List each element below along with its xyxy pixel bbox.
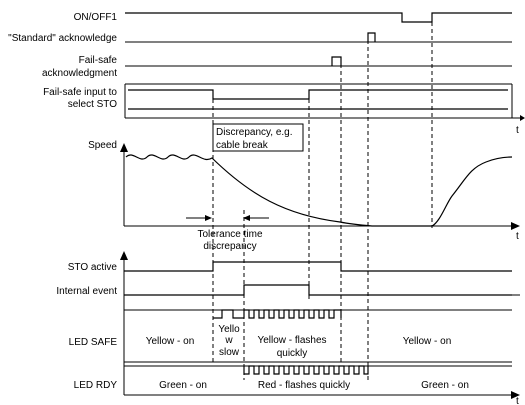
label-led-rdy: LED RDY xyxy=(74,380,118,391)
internal-event-trace xyxy=(124,284,512,296)
sto-active-trace xyxy=(124,261,512,272)
failsafe-input-channel1 xyxy=(128,89,508,100)
label-failsafe-input-line1: Fail-safe input to xyxy=(43,87,117,98)
top-signal-group: t xyxy=(124,12,525,136)
label-led-safe: LED SAFE xyxy=(69,337,118,348)
speed-chart: t Discrepancy, e.g. cable break Toleranc… xyxy=(120,123,520,252)
led-safe-group: Yellow - on Yello w slow Yellow - flashe… xyxy=(124,309,512,363)
bottom-time-label: t xyxy=(516,396,519,405)
discrepancy-text-line2: cable break xyxy=(216,140,269,151)
failsafe-ack-pulse xyxy=(331,56,342,66)
tolerance-arrow-left-head xyxy=(205,215,212,221)
top-time-axis-arrow xyxy=(520,115,525,121)
label-standard-acknowledge: "Standard" acknowledge xyxy=(8,33,117,44)
led-safe-yellow-slow-2: w xyxy=(224,335,233,346)
standard-ack-pulse xyxy=(367,32,376,42)
on-off1-trace xyxy=(125,12,512,23)
label-failsafe-ack-line2: acknowledgment xyxy=(42,68,117,79)
label-failsafe-input-line2: select STO xyxy=(68,99,117,110)
led-safe-yellow-on-left: Yellow - on xyxy=(146,336,195,347)
led-rdy-red-flash: Red - flashes quickly xyxy=(258,380,350,391)
speed-y-axis-arrow xyxy=(120,143,128,152)
event-markers xyxy=(212,15,433,380)
label-internal-event: Internal event xyxy=(56,286,117,297)
led-safe-yellow-slow-1: Yello xyxy=(218,324,240,335)
label-failsafe-ack-line1: Fail-safe xyxy=(79,55,118,66)
top-time-label: t xyxy=(516,125,519,136)
discrepancy-text-line1: Discrepancy, e.g. xyxy=(216,127,293,138)
led-safe-yellow-on-right: Yellow - on xyxy=(403,336,452,347)
discrepancy-annotation-box xyxy=(212,123,304,152)
status-signal-group xyxy=(120,251,520,395)
lower-y-axis-arrow xyxy=(120,251,128,260)
speed-curve xyxy=(125,154,513,227)
speed-x-axis-arrow xyxy=(511,222,520,230)
tolerance-arrow-right-head xyxy=(243,215,250,221)
led-safe-yellow-flash-1: Yellow - flashes xyxy=(257,335,326,346)
led-rdy-green-on-right: Green - on xyxy=(421,380,469,391)
label-sto-active: STO active xyxy=(68,262,118,273)
label-on-off1: ON/OFF1 xyxy=(74,12,118,23)
led-safe-yellow-slow-pulse xyxy=(213,309,244,319)
tolerance-text-line2: discrepancy xyxy=(203,241,256,252)
label-speed: Speed xyxy=(88,140,117,151)
led-rdy-green-on-left: Green - on xyxy=(159,380,207,391)
led-rdy-group: t Green - on Red - flashes quickly Green… xyxy=(124,365,520,405)
led-safe-yellow-flash-2: quickly xyxy=(277,348,308,359)
led-safe-yellow-flash-pulses xyxy=(243,309,342,319)
tolerance-text-line1: Tolerance time xyxy=(197,229,262,240)
rdy-time-axis-arrow xyxy=(511,391,520,399)
speed-time-label: t xyxy=(516,231,519,242)
led-safe-yellow-slow-3: slow xyxy=(219,347,240,358)
led-rdy-red-flash-pulses xyxy=(243,365,369,375)
